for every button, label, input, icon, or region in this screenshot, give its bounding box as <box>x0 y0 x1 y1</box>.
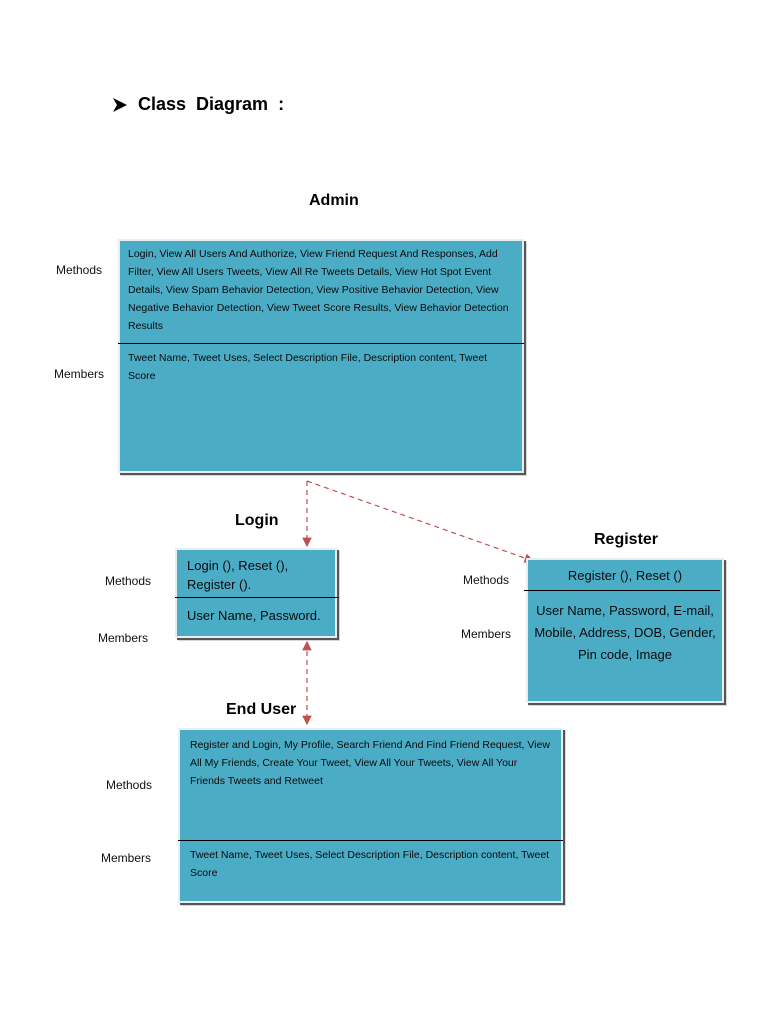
end-user-methods-label: Methods <box>106 778 153 792</box>
admin-methods: Login, View All Users And Authorize, Vie… <box>128 248 509 332</box>
end-user-members-label: Members <box>101 851 152 865</box>
admin-members-label: Members <box>54 367 105 381</box>
end-user-class-title: End User <box>226 701 297 718</box>
login-methods: Login (), Reset (), Register (). <box>187 558 289 592</box>
register-methods: Register (), Reset () <box>567 568 683 583</box>
login-members-label: Members <box>98 631 149 645</box>
diagram-heading: Class Diagram : <box>112 94 284 115</box>
login-members: User Name, Password. <box>187 608 321 623</box>
end-user-methods: Register and Login, My Profile, Search F… <box>190 739 550 787</box>
arrowhead-bullet-icon <box>113 97 127 112</box>
login-class-title: Login <box>235 512 279 529</box>
login-divider <box>175 597 339 598</box>
end-user-divider <box>178 840 563 841</box>
register-members-label: Members <box>461 627 512 641</box>
register-class-box: Register (), Reset () User Name, Passwor… <box>524 558 724 703</box>
register-methods-label: Methods <box>463 573 510 587</box>
register-class-title: Register <box>594 531 659 548</box>
admin-methods-label: Methods <box>56 263 103 277</box>
login-methods-label: Methods <box>105 574 152 588</box>
admin-class-title: Admin <box>309 192 359 209</box>
register-divider <box>524 590 720 591</box>
register-members: User Name, Password, E-mail, Mobile, Add… <box>534 603 716 662</box>
connector-admin-to-register <box>306 480 535 563</box>
end-user-members: Tweet Name, Tweet Uses, Select Descripti… <box>190 849 550 879</box>
admin-class-box: Login, View All Users And Authorize, Vie… <box>118 239 524 473</box>
admin-divider <box>118 343 524 344</box>
login-class-box: Login (), Reset (), Register (). User Na… <box>175 548 339 638</box>
admin-members: Tweet Name, Tweet Uses, Select Descripti… <box>128 352 488 382</box>
end-user-class-box: Register and Login, My Profile, Search F… <box>178 728 563 903</box>
diagram-heading-text: Class Diagram : <box>138 94 285 114</box>
